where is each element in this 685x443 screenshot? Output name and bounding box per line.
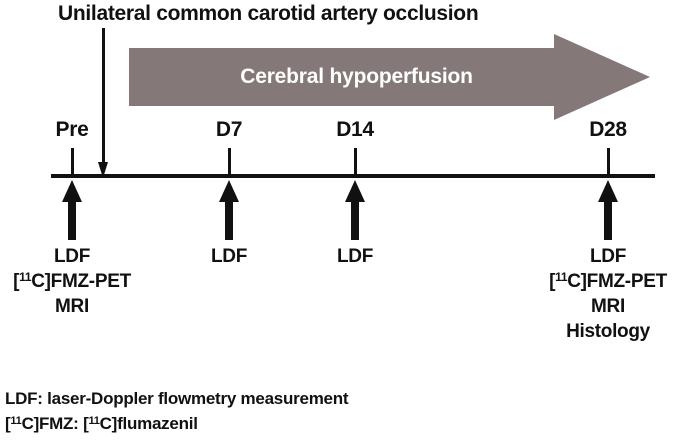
timeline-axis — [51, 174, 655, 178]
occlusion-marker-shaft — [102, 28, 105, 164]
procedure-label: MRI — [591, 296, 625, 317]
procedure-label: Histology — [566, 321, 650, 342]
timepoint-procedures: LDF — [270, 244, 440, 269]
procedure-label: LDF — [336, 246, 374, 267]
up-arrow-shaft — [68, 200, 76, 240]
occlusion-marker-head — [98, 162, 108, 178]
timepoint-label: D28 — [589, 118, 627, 141]
hypoperfusion-band-arrow: Cerebral hypoperfusion — [129, 33, 651, 121]
timepoint-up-arrow-icon — [219, 180, 239, 240]
procedure-label: MRI — [55, 296, 89, 317]
timepoint-tick — [70, 148, 74, 176]
timepoint-tick — [606, 148, 610, 176]
timepoint-procedures: LDF — [144, 244, 314, 269]
up-arrow-head — [345, 180, 365, 202]
procedure-label: LDF — [589, 246, 627, 267]
superscript: 11 — [555, 270, 568, 284]
occlusion-marker-arrow-icon — [98, 28, 110, 178]
procedure-label: LDF — [53, 246, 91, 267]
timepoint-procedures: LDF [11C]FMZ-PET MRI Histology — [523, 244, 685, 344]
up-arrow-head — [219, 180, 239, 202]
superscript: 11 — [10, 415, 22, 427]
hypoperfusion-arrow-icon — [129, 34, 650, 120]
up-arrow-head — [62, 180, 82, 202]
up-arrow-shaft — [225, 200, 233, 240]
superscript: 11 — [88, 415, 100, 427]
timepoint-label: D14 — [336, 118, 374, 141]
timepoint-up-arrow-icon — [345, 180, 365, 240]
figure-title: Unilateral common carotid artery occlusi… — [58, 2, 479, 25]
up-arrow-shaft — [604, 200, 612, 240]
timepoint-label: Pre — [55, 118, 89, 141]
timepoint-tick — [353, 148, 357, 176]
timepoint-procedures: LDF [11C]FMZ-PET MRI — [0, 244, 157, 319]
procedure-label: [11C]FMZ-PET — [549, 270, 667, 292]
legend: LDF: laser-Doppler flowmetry measurement… — [5, 386, 349, 436]
timepoint-tick — [227, 148, 231, 176]
timepoint-up-arrow-icon — [598, 180, 618, 240]
timepoint-up-arrow-icon — [62, 180, 82, 240]
up-arrow-head — [598, 180, 618, 202]
timepoint-label: D7 — [215, 118, 243, 141]
superscript: 11 — [19, 270, 32, 284]
legend-line-ldf: LDF: laser-Doppler flowmetry measurement — [5, 389, 349, 408]
procedure-label: LDF — [210, 246, 248, 267]
legend-line-fmz: [11C]FMZ: [11C]flumazenil — [5, 414, 198, 433]
up-arrow-shaft — [351, 200, 359, 240]
procedure-label: [11C]FMZ-PET — [13, 270, 131, 292]
